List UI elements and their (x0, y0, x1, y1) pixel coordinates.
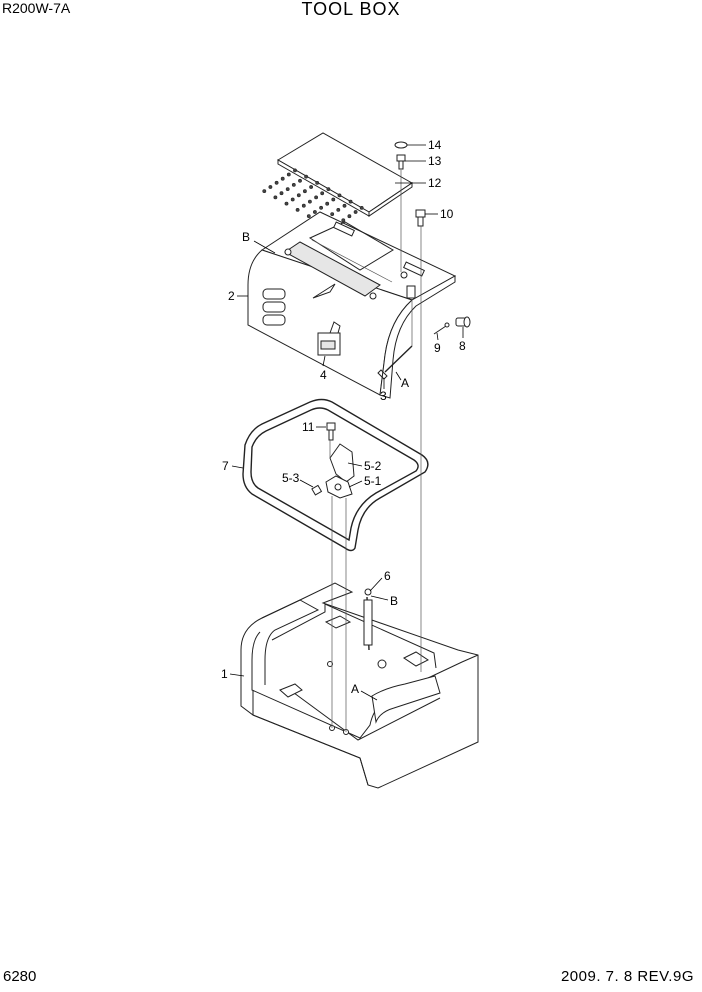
plate-hole (262, 189, 267, 194)
callout-1: 1 (221, 667, 228, 681)
latch-assembly (311, 422, 355, 499)
plate-hole (309, 185, 314, 189)
callout-13: 13 (428, 154, 442, 168)
callout-4: 4 (320, 368, 327, 382)
callout-12: 12 (428, 176, 442, 190)
plate-hole (302, 189, 307, 194)
alignment-lines (329, 170, 422, 732)
leader-lines (229, 144, 464, 701)
callout-3: 3 (380, 389, 387, 403)
plate-hole (273, 195, 278, 200)
callout-5-2: 5-2 (364, 459, 382, 473)
plate-hole (291, 182, 296, 187)
plate-hole (337, 193, 342, 198)
plate-hole (280, 176, 285, 181)
page-number: 6280 (3, 968, 37, 985)
plate-hole (274, 180, 279, 185)
callout-5-1: 5-1 (364, 474, 382, 488)
plate-hole (342, 203, 347, 208)
callout-b-low: B (390, 594, 398, 608)
plate-hole (298, 178, 302, 183)
plate-hole (296, 193, 301, 198)
plate-hole (326, 187, 331, 192)
plate-hole (347, 214, 352, 219)
callout-a-low: A (351, 682, 359, 696)
callout-9: 9 (434, 341, 441, 355)
plate-hole (312, 210, 317, 214)
callout-7: 7 (222, 459, 229, 473)
plate-hole (279, 191, 284, 196)
model-number: R200W-7A (2, 0, 71, 16)
plate-hole (268, 185, 273, 189)
plate-hole (315, 180, 320, 185)
callout-8: 8 (459, 339, 466, 353)
plate-hole (293, 168, 297, 173)
plate-hole (285, 187, 290, 192)
callout-labels: 14 13 12 10 B 2 4 3 A 9 8 11 7 5-2 5-3 5… (221, 138, 466, 696)
plate-hole (348, 199, 353, 204)
callout-a-mid: A (401, 376, 409, 390)
hardware-top (394, 141, 471, 335)
callout-b-top: B (242, 230, 250, 244)
revision-date: 2009. 7. 8 REV.9G (560, 968, 694, 985)
plate-hole (330, 212, 335, 217)
plate-hole (307, 199, 312, 204)
plate-hole (359, 205, 364, 210)
plate-hole (353, 210, 358, 214)
plate-hole (306, 214, 311, 219)
perforated-plate (262, 132, 413, 231)
callout-2: 2 (228, 289, 235, 303)
tool-box-cover (247, 211, 457, 399)
plate-hole (319, 205, 324, 210)
callout-11: 11 (302, 420, 315, 434)
plate-hole (304, 174, 309, 179)
page-title: TOOL BOX (301, 0, 401, 19)
tool-box-base (240, 582, 479, 789)
plate-hole (341, 218, 346, 223)
plate-hole (325, 201, 330, 206)
plate-hole (336, 207, 341, 212)
callout-6: 6 (384, 569, 391, 583)
frame-ring (242, 398, 429, 552)
plate-hole (301, 203, 306, 208)
callout-5-3: 5-3 (282, 471, 300, 485)
plate-hole (284, 201, 289, 206)
plate-hole (286, 172, 291, 177)
plate-hole (295, 207, 300, 212)
callout-10: 10 (440, 207, 454, 221)
plate-hole (290, 197, 295, 202)
callout-14: 14 (428, 138, 442, 152)
plate-hole (320, 191, 325, 196)
plate-hole (314, 195, 319, 200)
plate-hole (331, 197, 336, 202)
